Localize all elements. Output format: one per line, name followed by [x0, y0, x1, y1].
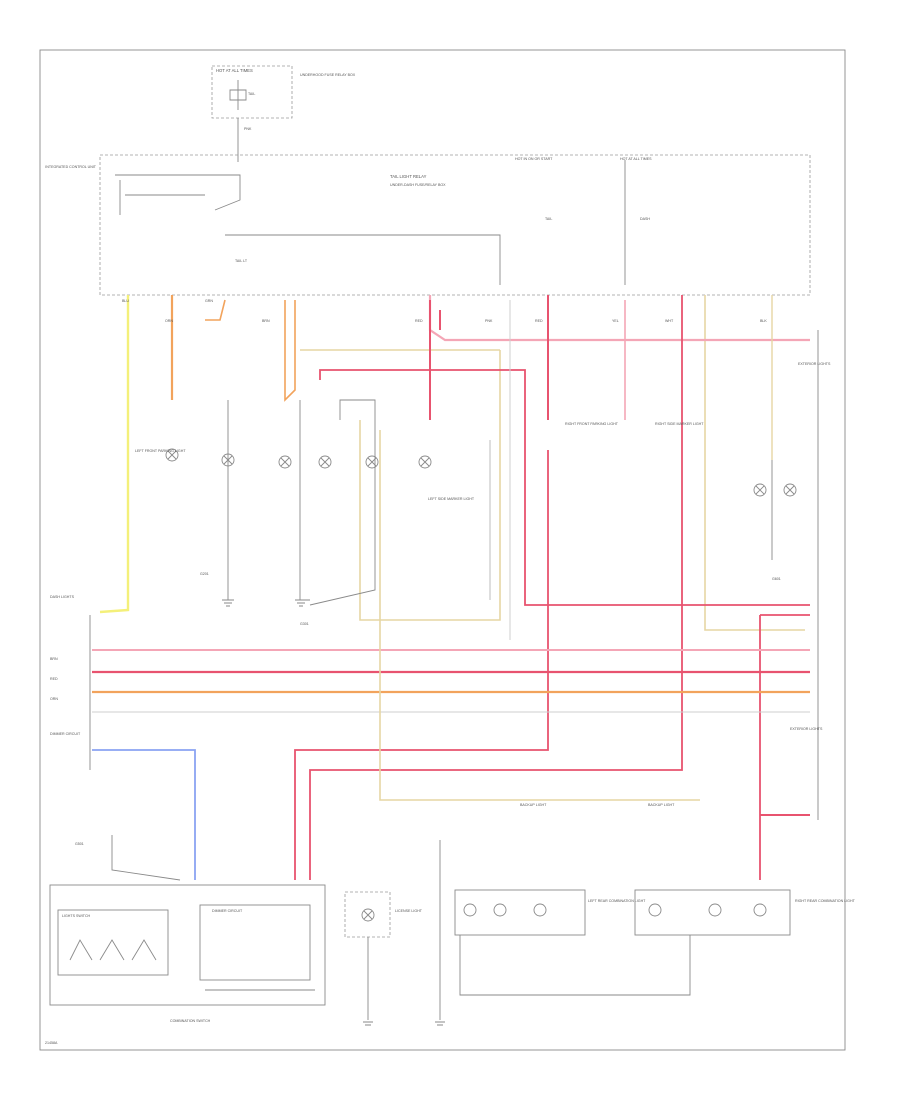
fuse-name: TAIL [248, 92, 255, 96]
ground-g2: G301 [300, 622, 309, 626]
svg-text:DASH: DASH [640, 217, 650, 221]
rear-combo-left: LEFT REAR COMBINATION LIGHT BACKUP LIGHT [435, 803, 691, 1026]
bulb-icon [753, 903, 767, 917]
diagram-border [39, 49, 846, 1051]
svg-text:BRN: BRN [50, 657, 58, 661]
svg-text:RED: RED [415, 319, 423, 323]
front-lamps: LEFT FRONT PARKING LIGHT LEFT SIDE MARKE… [135, 399, 797, 626]
svg-text:BLK: BLK [760, 319, 767, 323]
bulb-icon [463, 903, 477, 917]
wire-labels: BLU ORN GRN BRN RED PNK RED YEL WHT BLK [122, 299, 767, 323]
combo-switch-label: COMBINATION SWITCH [170, 1019, 211, 1023]
side-marker-right: RIGHT SIDE MARKER LIGHT [655, 422, 704, 426]
svg-text:RED: RED [535, 319, 543, 323]
ground-g4: G601 [772, 577, 781, 581]
bulb-icon [418, 455, 432, 469]
top-fuse-title: HOT AT ALL TIMES [216, 68, 253, 73]
bulb-icon [361, 908, 375, 922]
front-parking-left: LEFT FRONT PARKING LIGHT [135, 449, 186, 453]
dimmer-label: DIMMER CIRCUIT [50, 732, 81, 736]
svg-text:PNK: PNK [244, 127, 252, 131]
exterior-1: EXTERIOR LIGHTS [798, 362, 831, 366]
left-connector: DASH LIGHTS BRN RED ORN DIMMER CIRCUIT [50, 595, 91, 770]
ground-g3: G501 [75, 842, 84, 846]
front-parking-right: RIGHT FRONT PARKING LIGHT [565, 422, 619, 426]
ground-icon [111, 835, 181, 881]
svg-text:ORN: ORN [165, 319, 173, 323]
hot-at-all: HOT AT ALL TIMES [620, 157, 652, 161]
dimmer-circuit: DIMMER CIRCUIT [212, 909, 243, 913]
module-sub: UNDER-DASH FUSE/RELAY BOX [390, 183, 446, 187]
right-connector: EXTERIOR LIGHTS EXTERIOR LIGHTS [790, 330, 831, 820]
svg-text:TAIL: TAIL [545, 217, 552, 221]
rear-combo-right-label: RIGHT REAR COMBINATION LIGHT [795, 899, 856, 903]
rear-combo-right: RIGHT REAR COMBINATION LIGHT BACKUP LIGH… [634, 803, 856, 936]
bulb-icon [648, 903, 662, 917]
relay-module: INTEGRATED CONTROL UNIT TAIL LIGHT RELAY… [45, 154, 811, 296]
bulb-icon [533, 903, 547, 917]
exterior-2: EXTERIOR LIGHTS [790, 727, 823, 731]
top-fuse-note: UNDERHOOD FUSE RELAY BOX [300, 73, 356, 77]
wire-bundle [92, 295, 810, 880]
svg-text:BLU: BLU [122, 299, 129, 303]
lighting-switch: LIGHTS SWITCH [62, 914, 91, 918]
bulb-icon [318, 455, 332, 469]
license-light: LICENSE LIGHT [344, 891, 423, 1026]
bulb-icon [165, 448, 179, 462]
license-label: LICENSE LIGHT [395, 909, 423, 913]
svg-text:WHT: WHT [665, 319, 674, 323]
side-marker-left: LEFT SIDE MARKER LIGHT [428, 497, 475, 501]
bulb-icon [278, 455, 292, 469]
svg-text:ORN: ORN [50, 697, 58, 701]
bulb-icon [708, 903, 722, 917]
top-fuse-box: HOT AT ALL TIMES UNDERHOOD FUSE RELAY BO… [211, 65, 356, 162]
svg-text:PNK: PNK [485, 319, 493, 323]
svg-text:YEL: YEL [612, 319, 619, 323]
dash-label: DASH LIGHTS [50, 595, 75, 599]
hot-in-on: HOT IN ON OR START [515, 157, 553, 161]
svg-text:RED: RED [50, 677, 58, 681]
ground-icon [295, 599, 307, 607]
left-note: INTEGRATED CONTROL UNIT [45, 165, 97, 169]
page-code: 21458A [45, 1041, 58, 1045]
rear-combo-left-label: LEFT REAR COMBINATION LIGHT [588, 899, 646, 903]
combination-switch: LIGHTS SWITCH DIMMER CIRCUIT COMBINATION… [49, 835, 326, 1023]
svg-text:TAIL LT: TAIL LT [235, 259, 248, 263]
backup-right: BACKUP LIGHT [648, 803, 675, 807]
backup-left: BACKUP LIGHT [520, 803, 547, 807]
module-title: TAIL LIGHT RELAY [390, 174, 427, 179]
bulb-icon [365, 455, 379, 469]
bulb-icon [493, 903, 507, 917]
bulb-icon [783, 483, 797, 497]
svg-text:BRN: BRN [262, 319, 270, 323]
svg-text:GRN: GRN [205, 299, 213, 303]
ground-g1: G201 [200, 572, 209, 576]
bulb-icon [753, 483, 767, 497]
ground-icon [222, 599, 234, 607]
